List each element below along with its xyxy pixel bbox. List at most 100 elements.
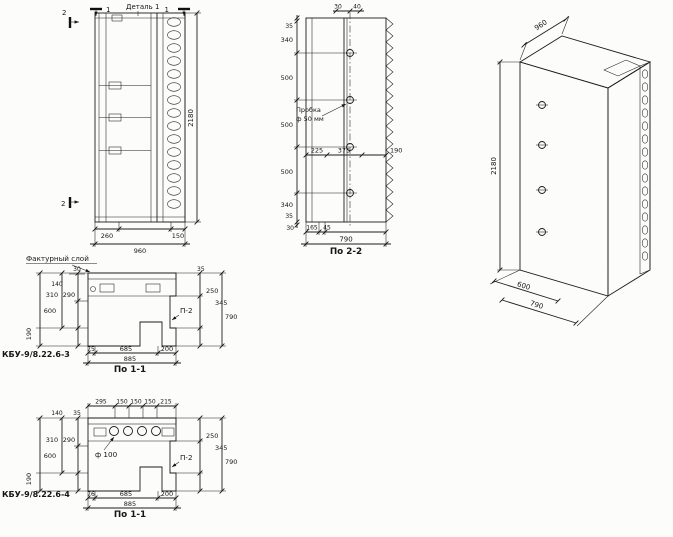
- dim-label: 30: [286, 225, 294, 232]
- dim-label: 30: [334, 4, 342, 11]
- section-mark-label: 1: [165, 6, 169, 14]
- dim-label: 165: [306, 225, 318, 232]
- dim-label: 75: [87, 346, 95, 353]
- dim-label: 790: [225, 458, 237, 466]
- dim-label: 40: [353, 4, 361, 11]
- dim-label: 345: [215, 299, 227, 307]
- embed-mark: [108, 81, 122, 90]
- dim-label: 215: [160, 399, 172, 406]
- facing-layer-callout: Фактурный слой: [26, 254, 97, 273]
- dim-label: 290: [63, 436, 75, 444]
- joint-void-column: [167, 17, 181, 209]
- dim-label: 260: [101, 232, 113, 240]
- dim-label: 190: [390, 147, 402, 155]
- dim-label: 45: [323, 225, 331, 232]
- dim-label: 190: [25, 473, 33, 485]
- plug-holes: [294, 49, 357, 197]
- facing-layer: [87, 417, 177, 425]
- dim-label: 790: [225, 313, 237, 321]
- section-cut-marks: 1 1 2 2: [61, 6, 190, 208]
- front-face: [519, 61, 609, 297]
- section-1-1-view-kbu3: Фактурный слой 30 140 35 310 290 600 190…: [2, 254, 237, 375]
- panel-mark: КБУ-9/8.22.6-4: [2, 490, 70, 499]
- note-label: Фактурный слой: [26, 254, 89, 263]
- dim-label: 340: [281, 36, 293, 44]
- side-face: [607, 61, 651, 297]
- panel-mark: КБУ-9/8.22.6-3: [2, 350, 70, 359]
- dim-label: 500: [281, 168, 293, 176]
- dim-label: 960: [134, 247, 146, 255]
- joint-void-column: [641, 69, 649, 261]
- dim-label: 885: [124, 355, 136, 363]
- view-title: По 2-2: [330, 247, 362, 257]
- dim-label: 960: [533, 18, 549, 32]
- section-mark-label: 1: [106, 6, 110, 14]
- section-outline: [305, 17, 387, 223]
- dim-label: 150: [116, 399, 128, 406]
- section-2-2-view: 35 340 500 500 500 340 35 30 40 225 375 …: [281, 4, 403, 258]
- embed-mark: [108, 113, 122, 122]
- dimensions: 2180 260 150 960: [90, 10, 201, 255]
- keyed-edge-profile: [385, 17, 394, 223]
- dimensions: 960 2180 600 790: [489, 15, 609, 327]
- plug-callout: Пробка ф 50 мм: [296, 103, 347, 123]
- dim-label: 290: [63, 291, 75, 299]
- dim-label: 375: [338, 147, 350, 155]
- dim-label: 885: [124, 500, 136, 508]
- dim-label: 140: [51, 410, 63, 417]
- dim-label: 76: [87, 491, 95, 498]
- hole-row: [109, 426, 161, 436]
- dim-label: 35: [285, 23, 293, 30]
- dim-label: 150: [144, 399, 156, 406]
- isometric-view: 960 2180 600 790: [489, 15, 652, 327]
- embed-mark: [99, 283, 115, 293]
- plug-holes: [536, 101, 548, 236]
- dim-label: 790: [339, 236, 352, 244]
- dim-label: 35: [73, 410, 81, 417]
- dim-label: 35: [197, 266, 205, 273]
- dim-label: 310: [46, 436, 58, 444]
- embed-mark: [93, 427, 107, 437]
- dim-label: 200: [161, 490, 173, 498]
- section-1-1-view-kbu4: 295 150 150 150 215 140 35 310 290 600 1…: [2, 399, 237, 521]
- dim-label: 250: [206, 287, 218, 295]
- dim-label: 295: [95, 399, 107, 406]
- dim-label: 685: [120, 345, 132, 353]
- dim-label: 30: [73, 266, 81, 273]
- front-elevation-view: Деталь 1 1 1 2 2 2180 260 150 960: [61, 3, 201, 255]
- dim-label: 200: [161, 345, 173, 353]
- dimensions: 30 140 35 310 290 600 190 250 345 790 75…: [25, 266, 237, 366]
- hole-callout: ф 100: [95, 436, 118, 459]
- section-mark-label: 2: [61, 200, 65, 208]
- lifting-loop-mark: [111, 14, 123, 22]
- dimensions: 35 340 500 500 500 340 35 30 40 225 375 …: [281, 4, 402, 247]
- plug-note: Пробка: [296, 106, 321, 114]
- dim-label: 2180: [187, 109, 195, 127]
- dim-label: 35: [285, 213, 293, 220]
- hole-label: ф 100: [95, 450, 118, 459]
- dim-label: 600: [44, 307, 56, 315]
- dim-label: 340: [281, 201, 293, 209]
- dim-label: 150: [130, 399, 142, 406]
- dim-label: 600: [516, 280, 531, 292]
- dim-label: 140: [51, 281, 63, 288]
- loop-mark: [90, 286, 96, 292]
- view-title: По 1-1: [114, 510, 146, 520]
- keyed-joint-strip: [162, 12, 186, 223]
- dim-label: 345: [215, 444, 227, 452]
- dim-label: 2180: [490, 157, 498, 175]
- dim-label: 790: [529, 299, 544, 311]
- dimensions: 295 150 150 150 215 140 35 310 290 600 1…: [25, 399, 237, 511]
- dim-label: 600: [44, 452, 56, 460]
- embed-mark: [161, 427, 175, 437]
- keyed-edge-strip: [639, 61, 651, 275]
- dim-label: 250: [206, 432, 218, 440]
- dim-label: 500: [281, 74, 293, 82]
- dim-label: 310: [46, 291, 58, 299]
- plug-note: ф 50 мм: [296, 115, 324, 123]
- embed-mark: [145, 283, 161, 293]
- facing-layer: [87, 272, 177, 280]
- dim-label: 500: [281, 121, 293, 129]
